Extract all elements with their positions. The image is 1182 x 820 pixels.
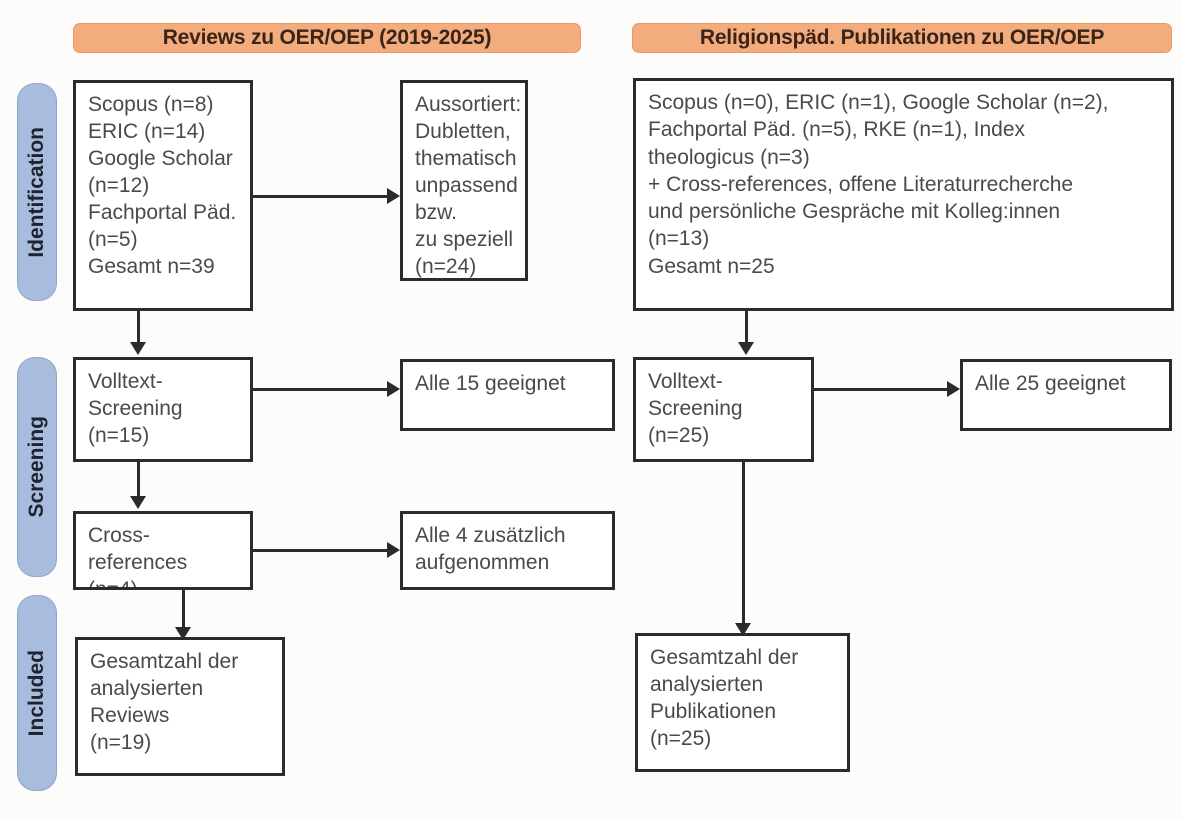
box-left-fulltext-screening: Volltext- Screening (n=15) (73, 357, 253, 462)
box-left-all-eligible: Alle 15 geeignet (400, 359, 615, 431)
arrowhead-right-fulltext-to-included (735, 623, 751, 636)
connector-left-sources-to-fulltext (137, 311, 140, 344)
connector-right-fulltext-to-eligible (814, 388, 947, 391)
connector-right-fulltext-to-included (742, 462, 745, 627)
connector-left-crossrefs-to-included (182, 590, 185, 633)
box-left-crossrefs-added: Alle 4 zusätzlich aufgenommen (400, 511, 615, 590)
box-left-included-total: Gesamtzahl der analysierten Reviews (n=1… (75, 637, 285, 776)
connector-right-sources-to-fulltext (745, 311, 748, 344)
box-left-excluded: Aussortiert: Dubletten, thematisch unpas… (400, 80, 528, 281)
stage-bar-included: Included (17, 595, 57, 791)
arrowhead-left-crossrefs-to-included (175, 627, 191, 640)
stage-bar-identification: Identification (17, 83, 57, 301)
arrowhead-left-sources-to-excluded (387, 188, 400, 204)
box-right-all-eligible: Alle 25 geeignet (960, 359, 1172, 431)
column-header-reviews-label: Reviews zu OER/OEP (2019-2025) (162, 26, 492, 49)
stage-label-screening: Screening (25, 416, 48, 518)
column-header-publikationen-label: Religionspäd. Publikationen zu OER/OEP (699, 26, 1105, 49)
connector-left-sources-to-excluded (253, 195, 387, 198)
arrowhead-left-fulltext-to-crossrefs (130, 496, 146, 509)
arrowhead-right-sources-to-fulltext (738, 342, 754, 355)
column-header-publikationen: Religionspäd. Publikationen zu OER/OEP (632, 23, 1172, 53)
stage-label-identification: Identification (25, 126, 48, 258)
box-right-fulltext-screening: Volltext- Screening (n=25) (633, 357, 814, 462)
box-left-sources: Scopus (n=8) ERIC (n=14) Google Scholar … (73, 80, 253, 311)
arrowhead-left-crossrefs-to-added (387, 542, 400, 558)
box-right-sources: Scopus (n=0), ERIC (n=1), Google Scholar… (633, 78, 1174, 311)
connector-left-crossrefs-to-added (253, 549, 387, 552)
arrowhead-left-sources-to-fulltext (130, 342, 146, 355)
arrowhead-right-fulltext-to-eligible (947, 381, 960, 397)
stage-bar-screening: Screening (17, 357, 57, 577)
arrowhead-left-fulltext-to-eligible (387, 381, 400, 397)
box-right-included-total: Gesamtzahl der analysierten Publikatione… (635, 633, 850, 772)
stage-label-included: Included (25, 649, 48, 737)
connector-left-fulltext-to-crossrefs (137, 462, 140, 498)
column-header-reviews: Reviews zu OER/OEP (2019-2025) (73, 23, 581, 53)
connector-left-fulltext-to-eligible (253, 388, 387, 391)
box-left-cross-references: Cross-references (n=4) (73, 511, 253, 590)
